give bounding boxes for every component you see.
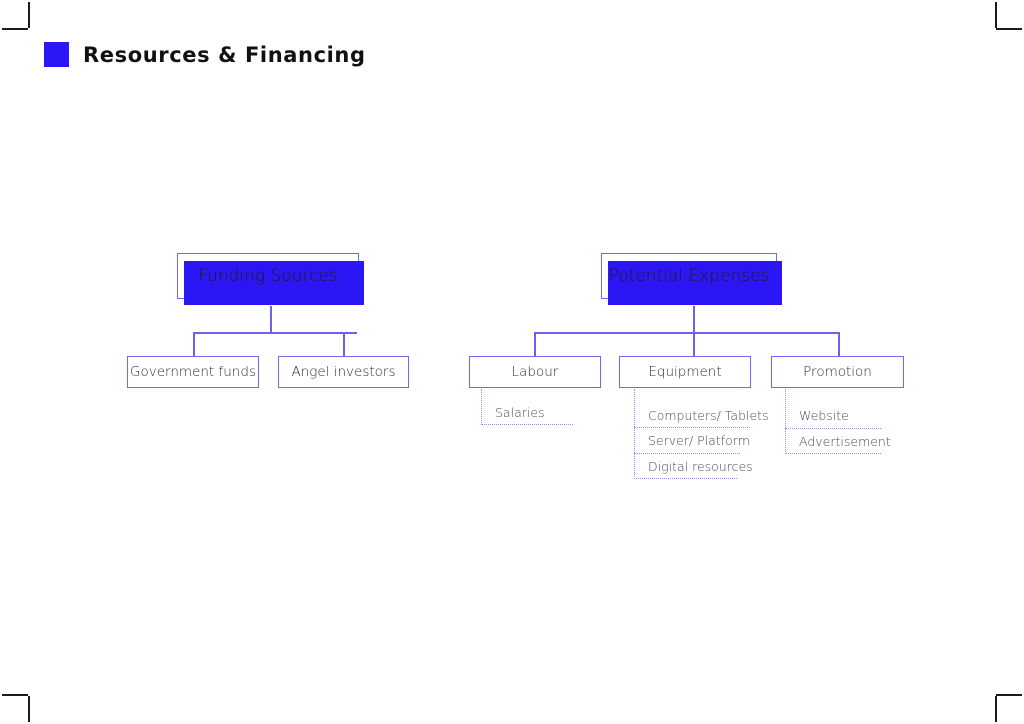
- node-government-funds[interactable]: Government funds: [127, 356, 259, 388]
- connector-potential-expenses-bar: [534, 332, 839, 334]
- node-potential-expenses-label: Potential Expenses: [608, 266, 770, 286]
- node-labour[interactable]: Labour: [469, 356, 601, 388]
- crop-mark-bottom-right-horizontal: [996, 694, 1022, 696]
- node-promotion[interactable]: Promotion: [771, 356, 904, 388]
- connector-funding-sources-stem: [270, 306, 272, 333]
- slide-header: Resources & Financing: [44, 42, 366, 67]
- accent-square-icon: [44, 42, 69, 67]
- leaf-advertisement-label: Advertisement: [799, 433, 891, 449]
- node-government-funds-label: Government funds: [130, 364, 256, 380]
- page-title: Resources & Financing: [83, 42, 366, 67]
- connector-promotion-leaf-rail: [785, 389, 786, 454]
- leaf-salaries[interactable]: Salaries: [481, 400, 573, 425]
- connector-labour-leaf-rail: [481, 389, 482, 425]
- crop-mark-top-left-vertical: [28, 2, 30, 28]
- node-angel-investors-label: Angel investors: [291, 364, 396, 380]
- leaf-advertisement[interactable]: Advertisement: [785, 429, 891, 454]
- crop-mark-top-right-horizontal: [996, 28, 1022, 30]
- crop-mark-bottom-left-horizontal: [2, 694, 28, 696]
- leaf-website[interactable]: Website: [785, 403, 881, 429]
- node-promotion-label: Promotion: [803, 364, 872, 380]
- node-angel-investors[interactable]: Angel investors: [278, 356, 409, 388]
- leaf-digital-resources-label: Digital resources: [648, 458, 753, 474]
- connector-promotion-drop: [838, 332, 840, 356]
- node-labour-label: Labour: [511, 364, 559, 380]
- crop-mark-bottom-left-vertical: [28, 696, 30, 722]
- node-equipment-label: Equipment: [648, 364, 722, 380]
- node-funding-sources-label: Funding Sources: [198, 266, 338, 286]
- node-potential-expenses[interactable]: Potential Expenses: [601, 253, 782, 305]
- node-funding-sources[interactable]: Funding Sources: [177, 253, 364, 305]
- leaf-computers-tablets[interactable]: Computers/ Tablets: [634, 403, 769, 428]
- crop-mark-top-right-vertical: [995, 2, 997, 28]
- node-equipment[interactable]: Equipment: [619, 356, 751, 388]
- leaf-server-platform-label: Server/ Platform: [648, 433, 750, 448]
- connector-angel-investors-drop: [343, 332, 345, 356]
- connector-potential-expenses-stem: [693, 306, 695, 356]
- leaf-server-platform[interactable]: Server/ Platform: [634, 428, 750, 454]
- leaf-salaries-label: Salaries: [495, 404, 545, 420]
- connector-labour-drop: [534, 332, 536, 356]
- leaf-computers-tablets-label: Computers/ Tablets: [648, 407, 769, 423]
- connector-government-funds-drop: [193, 332, 195, 356]
- crop-mark-top-left-horizontal: [2, 28, 28, 30]
- leaf-digital-resources[interactable]: Digital resources: [634, 454, 753, 479]
- crop-mark-bottom-right-vertical: [995, 696, 997, 722]
- connector-funding-sources-bar: [193, 332, 357, 334]
- connector-equipment-leaf-rail: [634, 389, 635, 479]
- leaf-website-label: Website: [799, 408, 849, 423]
